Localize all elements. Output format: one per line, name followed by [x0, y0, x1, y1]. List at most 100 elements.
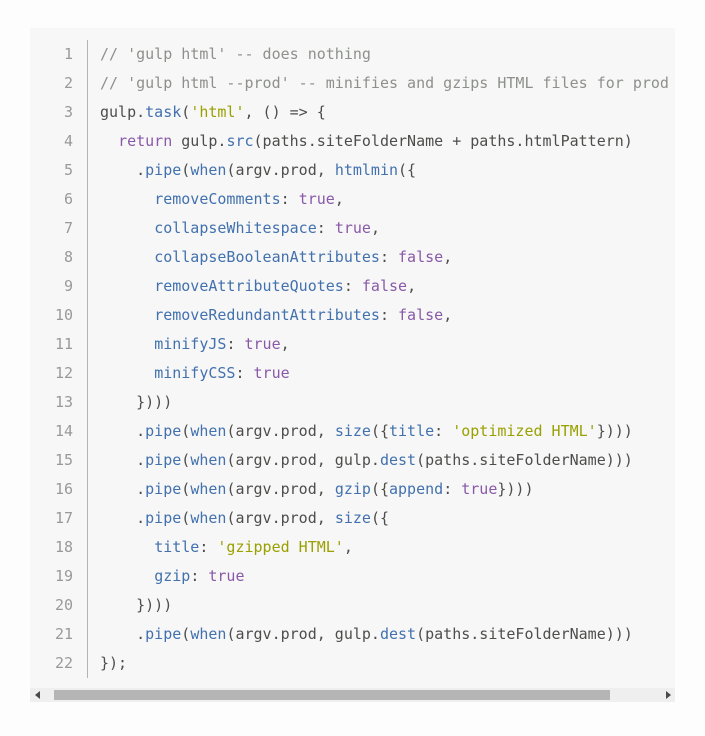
token-plain: (	[181, 625, 191, 643]
horizontal-scrollbar[interactable]	[30, 688, 675, 702]
token-plain	[100, 335, 154, 353]
line-number: 8	[63, 248, 73, 266]
token-func: pipe	[145, 509, 182, 527]
token-plain: ({	[370, 480, 389, 498]
token-plain: (	[181, 422, 191, 440]
token-func: dest	[379, 451, 417, 469]
token-plain: ,	[343, 538, 353, 556]
code-line: // 'gulp html --prod' -- minifies and gz…	[100, 69, 675, 98]
token-func: dest	[379, 625, 417, 643]
token-boolean: false	[398, 248, 444, 266]
scroll-right-icon	[665, 691, 671, 699]
token-plain: ,	[443, 248, 453, 266]
code-line: gzip: true	[100, 562, 675, 591]
token-plain: .	[100, 625, 146, 643]
line-number: 5	[63, 161, 73, 179]
token-func: size	[334, 422, 371, 440]
token-plain: (	[181, 451, 191, 469]
line-number: 7	[63, 219, 73, 237]
token-plain: :	[316, 219, 335, 237]
token-func: src	[226, 132, 254, 150]
token-func: gzip	[334, 480, 371, 498]
code-line: .pipe(when(argv.prod, gulp.dest(paths.si…	[100, 446, 675, 475]
code-line: });	[100, 649, 675, 678]
code-line: collapseWhitespace: true,	[100, 214, 675, 243]
token-boolean: true	[208, 567, 245, 585]
token-plain	[100, 277, 154, 295]
code-line: return gulp.src(paths.siteFolderName + p…	[100, 127, 675, 156]
token-plain: gulp.	[172, 132, 227, 150]
line-number: 2	[63, 74, 73, 92]
token-key: minifyJS	[154, 335, 227, 353]
line-number: 17	[54, 509, 73, 527]
token-plain: (argv.prod, gulp.	[226, 451, 380, 469]
code-line: .pipe(when(argv.prod, size({	[100, 504, 675, 533]
token-key: title	[154, 538, 200, 556]
token-plain: .	[100, 451, 146, 469]
token-func: pipe	[145, 480, 182, 498]
token-plain: :	[280, 190, 299, 208]
line-number: 16	[54, 480, 73, 498]
token-plain: .	[100, 509, 146, 527]
token-boolean: true	[298, 190, 335, 208]
token-plain: :	[379, 248, 399, 266]
token-plain: })))	[100, 393, 173, 411]
token-comment: // 'gulp html' -- does nothing	[100, 45, 371, 63]
token-func: when	[190, 451, 227, 469]
token-key: removeRedundantAttributes	[154, 306, 380, 324]
code-line: collapseBooleanAttributes: false,	[100, 243, 675, 272]
token-boolean: true	[461, 480, 498, 498]
token-func: pipe	[145, 161, 182, 179]
token-plain: (argv.prod,	[226, 509, 335, 527]
token-boolean: true	[334, 219, 371, 237]
token-plain: , () => {	[244, 103, 326, 121]
token-plain: gulp.	[100, 103, 146, 121]
line-number: 4	[63, 132, 73, 150]
code-line: .pipe(when(argv.prod, htmlmin({	[100, 156, 675, 185]
line-number: 6	[63, 190, 73, 208]
code-line: .pipe(when(argv.prod, gulp.dest(paths.si…	[100, 620, 675, 649]
token-plain: :	[379, 306, 399, 324]
code-line: removeAttributeQuotes: false,	[100, 272, 675, 301]
token-plain: ,	[370, 219, 380, 237]
code-line: })))	[100, 388, 675, 417]
code-area: // 'gulp html' -- does nothing // 'gulp h…	[88, 40, 675, 678]
token-comment: // 'gulp html --prod' -- minifies and gz…	[100, 74, 669, 92]
token-keyword: return	[118, 132, 173, 150]
token-key: removeAttributeQuotes	[154, 277, 344, 295]
scrollbar-thumb[interactable]	[54, 690, 610, 700]
token-key: removeComments	[154, 190, 281, 208]
line-number: 1	[63, 45, 73, 63]
token-string: 'gzipped HTML'	[217, 538, 344, 556]
scroll-right-button[interactable]	[661, 688, 675, 702]
token-plain: })))	[596, 422, 633, 440]
token-func: pipe	[145, 625, 182, 643]
token-plain: (paths.siteFolderName)))	[416, 625, 633, 643]
scroll-left-button[interactable]	[30, 688, 44, 702]
token-func: when	[190, 625, 227, 643]
token-plain: (	[181, 480, 191, 498]
token-plain	[100, 219, 154, 237]
token-plain: :	[235, 364, 254, 382]
code-line: removeRedundantAttributes: false,	[100, 301, 675, 330]
scroll-left-icon	[34, 691, 40, 699]
token-plain: (paths.siteFolderName)))	[416, 451, 633, 469]
token-plain: (argv.prod, gulp.	[226, 625, 380, 643]
token-func: when	[190, 480, 227, 498]
code-line: removeComments: true,	[100, 185, 675, 214]
line-number: 18	[54, 538, 73, 556]
token-plain: ,	[407, 277, 417, 295]
line-number: 22	[54, 654, 73, 672]
token-plain: :	[226, 335, 245, 353]
token-plain: ,	[334, 190, 344, 208]
token-boolean: false	[398, 306, 444, 324]
token-plain: ,	[280, 335, 290, 353]
token-func: when	[190, 161, 227, 179]
token-plain	[100, 248, 154, 266]
token-plain: .	[100, 422, 146, 440]
token-func: pipe	[145, 422, 182, 440]
token-plain	[100, 364, 154, 382]
